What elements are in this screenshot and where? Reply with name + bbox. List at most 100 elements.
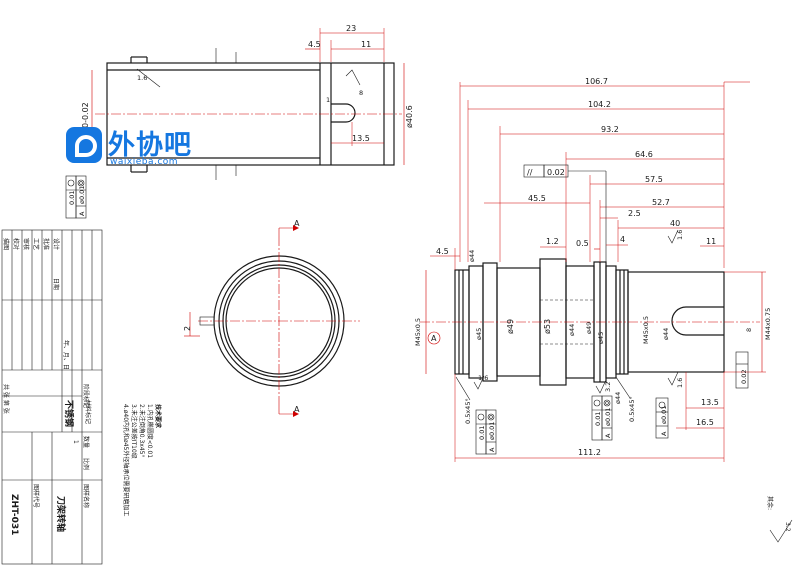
note-3: 3.未注公差按IT10级 (130, 404, 138, 459)
dia-53: ø53 (543, 319, 552, 334)
tb-qty-label: 数量 (82, 436, 90, 448)
dim-4-5-main: 4.5 (436, 247, 449, 256)
sym-tol-value: 0.02 (740, 370, 748, 384)
tol1-round: 0.01 (478, 426, 486, 440)
chamfer-left: 0.5x45° (464, 398, 472, 424)
chamfer-right: 0.5x45° (628, 396, 636, 422)
watermark-name: 外协吧 (108, 130, 192, 161)
tb-label-4: 批准 (42, 238, 50, 250)
dia-45: ø45 (475, 328, 483, 340)
dim-13-5-top: 13.5 (352, 134, 370, 143)
dim-11-main: 11 (706, 237, 716, 246)
dim-dia-40-left: ø40-0.02 (81, 102, 90, 138)
tb-code: ZHT-031 (9, 494, 19, 535)
dim-1: 1 (326, 96, 330, 104)
tb-sign-1: 日期 (52, 278, 60, 290)
tb-sign-0: 设计 (52, 238, 60, 250)
tol2-ref: A (604, 433, 612, 438)
m44-right: M44x0.75 (764, 308, 772, 340)
dim-23: 23 (346, 24, 356, 33)
dim-1-2: 1.2 (546, 237, 559, 246)
note-4: 4.ø40内孔和ø45外径轴承位需要研磨加工 (122, 404, 130, 516)
dia-44-top: ø44 (468, 250, 476, 262)
overall-dims: 106.7 104.2 93.2 64.6 57.5 52.7 40 (459, 77, 750, 268)
datum-a-label: A (431, 334, 437, 343)
main-view: 106.7 104.2 93.2 64.6 57.5 52.7 40 // 0.… (414, 77, 772, 462)
dim-111-2: 111.2 (578, 448, 601, 457)
diameter-labels: ø44 ø45 ø49 ø53 ø44 ø49 ø45 M45x0.5 ø44 … (414, 250, 772, 374)
tol-frame-top: 0.01 ø0.01 A (65, 175, 87, 219)
tb-part: 刀架转轴 (55, 496, 67, 532)
dim-104-2: 104.2 (588, 100, 611, 109)
dim-45-5: 45.5 (528, 194, 546, 203)
tol2-round: 0.01 (594, 412, 602, 426)
parallel-symbol: // (527, 168, 533, 177)
dim-106-7: 106.7 (585, 77, 608, 86)
tb-material: 不锈钢 (63, 400, 75, 427)
mid-dims: 45.5 2.5 4 1.2 0.5 4.5 11 (430, 194, 724, 270)
keyway-width: 8 (745, 328, 753, 332)
tol1-ref: A (488, 447, 496, 452)
roughness-label: 其余: (766, 496, 774, 510)
tol3-circ: ø0.01 (660, 406, 668, 424)
dim-16-5: 16.5 (696, 418, 714, 427)
dim-64-6: 64.6 (635, 150, 653, 159)
tb-material-label: 材料标记 (84, 400, 92, 424)
top-view: 23 4.5 11 1.6 8 1 13.5 ø40.6 ø40-0.02 0.… (65, 24, 414, 219)
dim-0-5: 0.5 (576, 239, 589, 248)
notes-title: 技术要求 (154, 404, 162, 429)
tol-frame-1: 0.01 ø0.01 A (475, 409, 497, 455)
ra-3: 1.6 (676, 378, 684, 388)
dia-44-bottom: ø44 (614, 392, 622, 404)
tol-frame-3: ø0.01 A (655, 397, 669, 439)
m45-right: M45x0.5 (642, 316, 650, 344)
note-1: 1.内孔椭圆度<0.01 (146, 404, 154, 458)
watermark-url: waixieba.com (110, 157, 179, 167)
tb-scale-label: 比例 (82, 458, 90, 470)
ra-2: 3.2 (604, 382, 612, 392)
dia-49-mid: ø49 (585, 322, 593, 334)
note-2: 2.未注倒角0.3x45° (138, 404, 146, 457)
tol-top-ref: A (78, 211, 86, 216)
dim-57-5: 57.5 (645, 175, 663, 184)
dim-40: 40 (670, 219, 680, 228)
roughness-value: 3.2 (784, 522, 791, 532)
ra-1-6-top: 1.6 (137, 74, 147, 82)
keyway-sym: 0.02 8 (735, 328, 753, 389)
tb-stage-label: 阶段标记 (82, 384, 90, 408)
ra-1: 1.6 (478, 374, 488, 382)
tol3-ref: A (660, 431, 668, 436)
tol-top-circ: ø0.01 (78, 186, 86, 204)
tb-part-label: 图样名称 (82, 484, 90, 508)
tol-top-round: 0.01 (68, 191, 76, 205)
bottom-dims: 13.5 16.5 111.2 (454, 372, 725, 462)
dia-49: ø49 (506, 319, 515, 334)
section-dim-2: 2 (183, 326, 192, 331)
watermark: 外协吧 waixieba.com (66, 123, 210, 169)
chamfers: 0.5x45° 0.5x45° ø44 (455, 376, 636, 424)
dim-2-5: 2.5 (628, 209, 641, 218)
dia-45-mid: ø45 (597, 332, 605, 344)
dim-4: 4 (620, 235, 625, 244)
tb-label-2: 审核 (22, 238, 30, 250)
title-block: 描图 校对 审核 工艺 批准 设计 日期 年、月、日 阶段标记 数量 1 比例 … (1, 229, 103, 565)
ra-4: 1.6 (676, 230, 684, 240)
roughness-marks: 1.6 3.2 1.6 1.6 (473, 230, 684, 394)
section-mark-a-bottom: A (294, 405, 300, 414)
tb-label-0: 描图 (2, 238, 10, 250)
dim-8: 8 (359, 89, 363, 97)
dim-52-7: 52.7 (652, 198, 670, 207)
dim-93-2: 93.2 (601, 125, 619, 134)
tb-label-3: 工艺 (32, 238, 40, 250)
dim-dia-40-6: ø40.6 (405, 105, 414, 128)
section-mark-a-top: A (294, 219, 300, 228)
general-roughness: 其余: 3.2 (766, 496, 793, 543)
tb-sheet: 共 张 第 张 (2, 384, 10, 414)
tb-misc-5: 年、月、日 (62, 340, 70, 370)
tol1-circ: ø0.01 (488, 422, 496, 440)
parallelism-frame: // 0.02 (523, 164, 607, 262)
tb-label-1: 校对 (12, 238, 20, 250)
tol2-circ: ø0.01 (604, 408, 612, 426)
dia-44-mid: ø44 (568, 324, 576, 336)
